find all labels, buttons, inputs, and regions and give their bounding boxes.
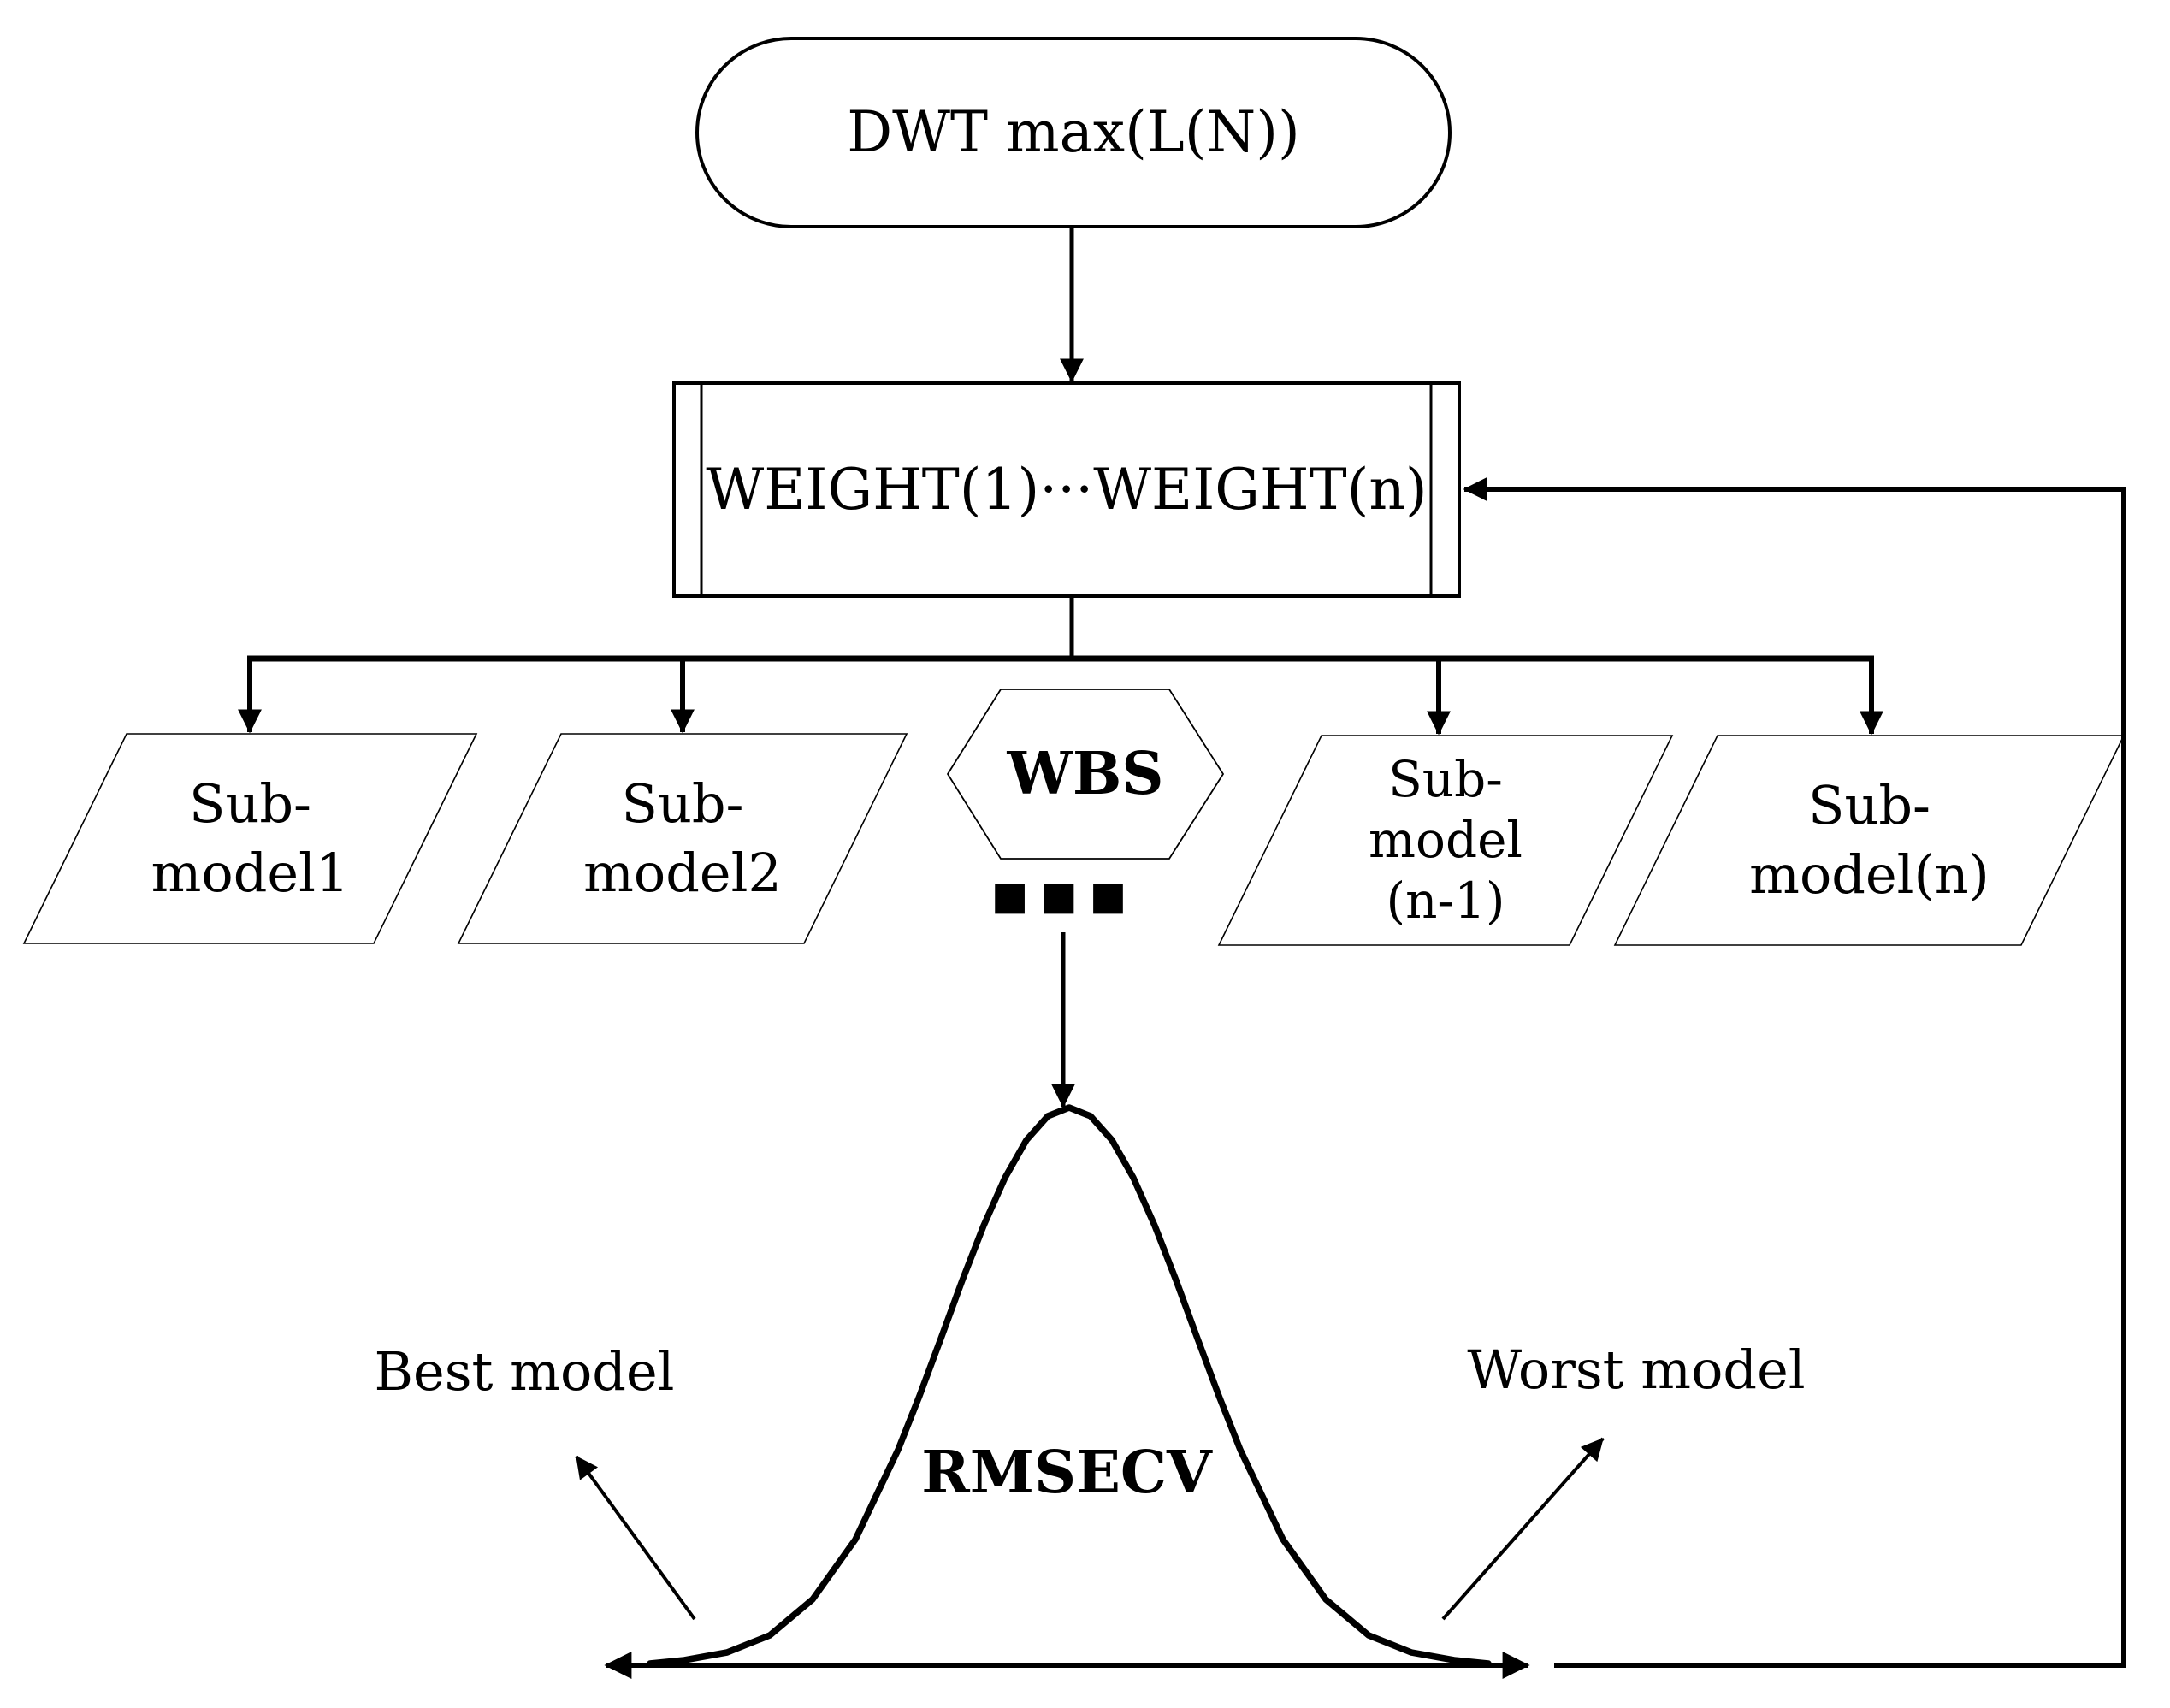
submodel2-outline [457, 733, 908, 944]
ellipsis-icon: ▪▪▪ [989, 859, 1138, 929]
worst-model-label: Worst model [1467, 1339, 1806, 1402]
submodel-n-minus-1-outline [1217, 735, 1674, 946]
submodel-n-outline [1613, 735, 2126, 946]
submodel1-label: Sub- model1 [24, 734, 476, 943]
node-label-line: model(n) [1749, 842, 1990, 906]
node-label-line: model1 [151, 841, 350, 904]
node-label-line: Sub- [1388, 750, 1503, 809]
node-label-line: (n-1) [1386, 871, 1505, 930]
node-label-line: model2 [583, 841, 782, 904]
submodel-n-minus-1-label: Sub- model (n-1) [1219, 736, 1672, 945]
start-node-label: DWT max(L(N)) [847, 99, 1300, 166]
arrow-worst-model [1441, 1437, 1605, 1621]
best-model-label: Best model [374, 1339, 675, 1403]
feedback-loop-line [1463, 477, 2126, 1668]
rmsecv-label: RMSECV [921, 1438, 1212, 1507]
node-label-line: Sub- [621, 771, 744, 835]
weights-node-label: WEIGHT(1)···WEIGHT(n) [706, 456, 1428, 523]
submodel2-label: Sub- model2 [458, 734, 907, 943]
submodel1-outline [22, 733, 478, 944]
arrow-best-model [575, 1455, 696, 1621]
node-label-line: Sub- [188, 771, 312, 835]
node-label-line: model [1369, 811, 1523, 870]
rmsecv-curve [647, 1104, 1492, 1667]
wbs-node-label: WBS [1007, 739, 1164, 808]
submodel-n-label: Sub- model(n) [1615, 736, 2124, 945]
node-label-line: Sub- [1807, 773, 1931, 836]
wbs-node-outline [946, 689, 1225, 860]
weights-node-outline [672, 381, 1461, 598]
